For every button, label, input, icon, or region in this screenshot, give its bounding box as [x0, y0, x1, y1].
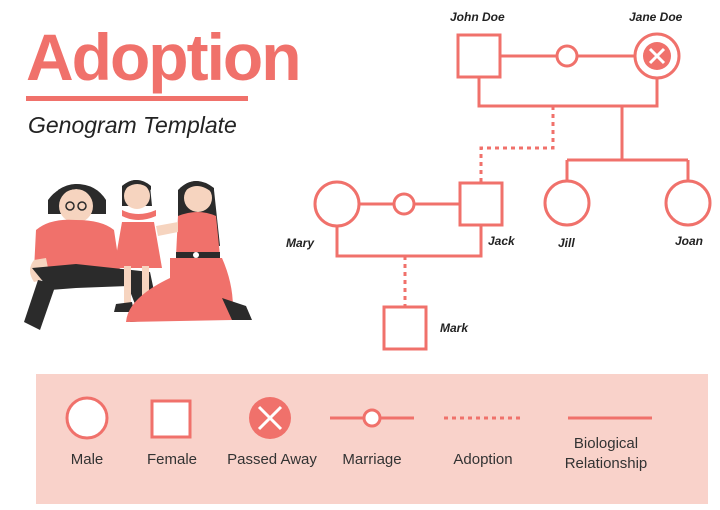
- label-jack: Jack: [488, 234, 515, 248]
- person-circle-jill: [543, 179, 591, 227]
- mother-figure: [126, 181, 252, 322]
- person-square-mark: [382, 305, 428, 351]
- family-illustration: [24, 180, 252, 330]
- legend-icons: [65, 396, 652, 440]
- legend-label-adoption: Adoption: [453, 451, 513, 468]
- legend-label-marriage: Marriage: [342, 451, 402, 468]
- title-underline: [26, 96, 248, 101]
- person-square-jack: [458, 181, 504, 227]
- person-square-john: [456, 33, 502, 79]
- legend-label-male: Male: [70, 451, 104, 468]
- legend-label-biological-relationship: Biological Relationship: [564, 435, 648, 472]
- marriage-node: [392, 192, 416, 216]
- person-circle-mary: [313, 180, 361, 228]
- label-jill: Jill: [558, 236, 575, 250]
- passed-away-marker-jane: [643, 42, 671, 70]
- legend-label-female: Female: [146, 451, 198, 468]
- daughter-figure: [114, 180, 162, 312]
- label-mary: Mary: [286, 236, 315, 250]
- crossed-circle-icon: [249, 397, 291, 439]
- parent-line: [335, 225, 483, 258]
- person-circle-joan: [664, 179, 712, 227]
- legend-label-passed-away: Passed Away: [227, 451, 317, 468]
- adoption-line: [479, 106, 555, 182]
- legend-panel: [36, 374, 708, 504]
- label-jane-doe: Jane Doe: [629, 10, 683, 24]
- label-mark: Mark: [440, 321, 469, 335]
- label-joan: Joan: [675, 234, 704, 248]
- square-icon: [150, 399, 192, 439]
- page-title: Adoption: [26, 20, 302, 94]
- label-john-doe: John Doe: [450, 10, 505, 24]
- genogram-diagram: [313, 32, 712, 351]
- marriage-node: [555, 44, 579, 68]
- biological-line: [565, 106, 690, 182]
- page-subtitle: Genogram Template: [28, 112, 237, 138]
- circle-icon: [65, 396, 109, 440]
- marriage-line-icon: [330, 408, 414, 428]
- parent-line: [477, 78, 659, 108]
